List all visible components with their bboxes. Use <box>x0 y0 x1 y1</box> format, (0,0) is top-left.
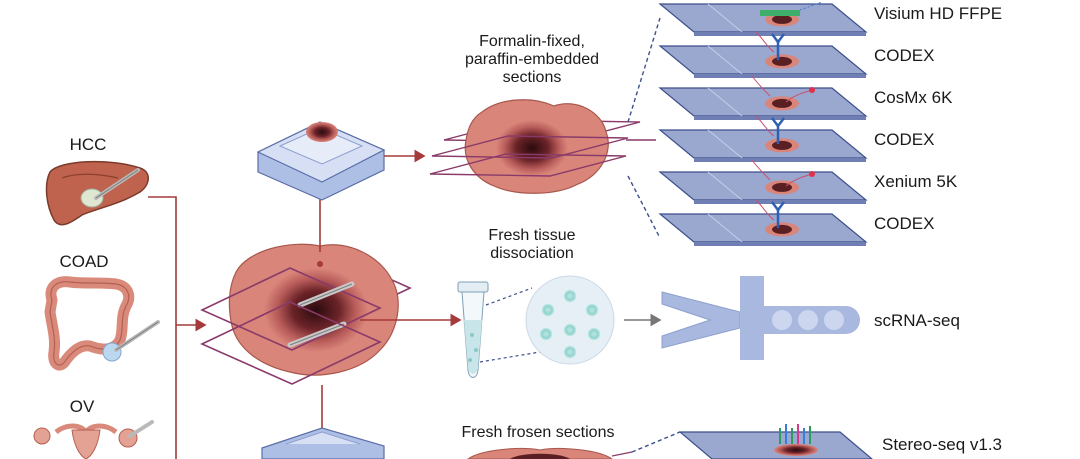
ffpe-label-line1: Formalin-fixed, <box>479 33 585 50</box>
ffpe-dashed-links <box>627 17 661 239</box>
frozen-label: Fresh frosen sections <box>462 424 615 441</box>
cell-suspension-icon <box>525 275 615 365</box>
uterus-icon <box>33 420 154 459</box>
organ-connector <box>148 196 207 459</box>
slide-2: CosMx 6K <box>658 75 953 120</box>
tube-icon <box>457 281 489 378</box>
organ-coad: COAD <box>44 252 160 371</box>
slide-5: CODEX <box>658 199 934 246</box>
organ-label-hcc: HCC <box>70 135 107 154</box>
colon-icon <box>44 276 160 371</box>
fresh-branch: Fresh tissue dissociation <box>457 227 662 378</box>
fresh-label-line1: Fresh tissue <box>488 227 575 244</box>
slide-label-3: CODEX <box>874 130 934 149</box>
liver-icon <box>45 160 149 226</box>
ffpe-block <box>256 121 426 201</box>
microfluidic-chip: scRNA-seq <box>661 276 960 360</box>
organ-hcc: HCC <box>45 135 149 226</box>
stereo-slide <box>678 424 873 459</box>
ffpe-branch: Formalin-fixed, paraffin-embedded sectio… <box>429 33 656 194</box>
slide-label-1: CODEX <box>874 46 934 65</box>
fresh-label-line2: dissociation <box>490 245 574 262</box>
ffpe-label-line2: paraffin-embedded <box>465 51 599 68</box>
frozen-branch: Fresh frosen sections Stereo-seq v1.3 <box>462 424 1002 459</box>
organ-label-ov: OV <box>70 397 95 416</box>
slide-4: Xenium 5K <box>658 159 958 204</box>
stereo-label: Stereo-seq v1.3 <box>882 435 1002 454</box>
slide-label-0: Visium HD FFPE <box>874 4 1002 23</box>
scrna-label: scRNA-seq <box>874 311 960 330</box>
slide-stack: Visium HD FFPE CODEX CosMx 6K CODEX Xenium 5… <box>658 1 1002 246</box>
ffpe-label-line3: sections <box>503 69 562 86</box>
organ-label-coad: COAD <box>59 252 108 271</box>
frozen-block <box>261 427 385 459</box>
organ-ov: OV <box>33 397 154 459</box>
slide-3: CODEX <box>658 115 934 162</box>
tumor-tissue <box>200 243 412 385</box>
slide-label-2: CosMx 6K <box>874 88 953 107</box>
slide-label-5: CODEX <box>874 214 934 233</box>
slide-1: CODEX <box>658 31 934 78</box>
slide-0: Visium HD FFPE <box>658 1 1002 36</box>
slide-label-4: Xenium 5K <box>874 172 958 191</box>
